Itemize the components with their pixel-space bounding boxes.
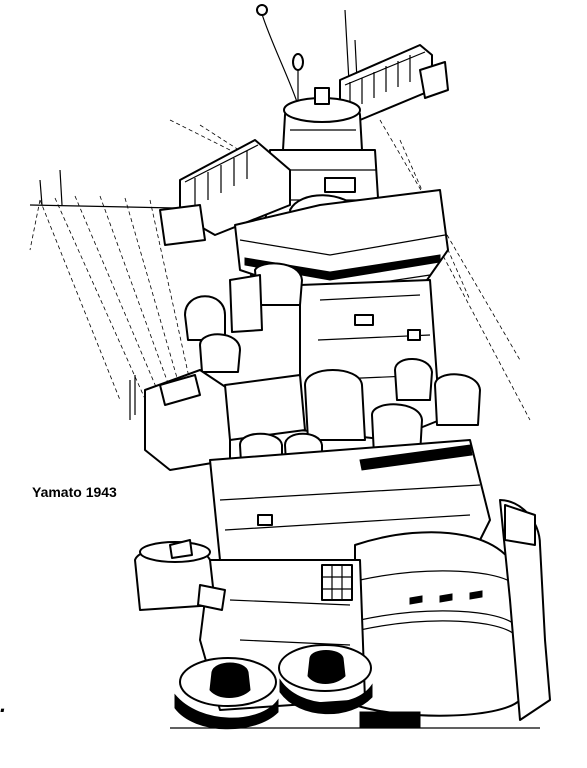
port-directors <box>184 262 303 373</box>
gun-tubs <box>174 644 373 730</box>
port-aa-turret <box>134 539 226 611</box>
bottom-deck <box>170 711 540 729</box>
upper-right-platform <box>339 44 449 121</box>
starboard-turrets <box>371 358 481 456</box>
starboard-hull <box>499 499 551 721</box>
left-upper-platform <box>159 139 291 246</box>
figure-caption: Yamato 1943 <box>32 484 117 500</box>
funnel-base <box>354 531 521 717</box>
edge-mark: . <box>0 692 7 717</box>
port-aa-platform <box>129 369 231 471</box>
